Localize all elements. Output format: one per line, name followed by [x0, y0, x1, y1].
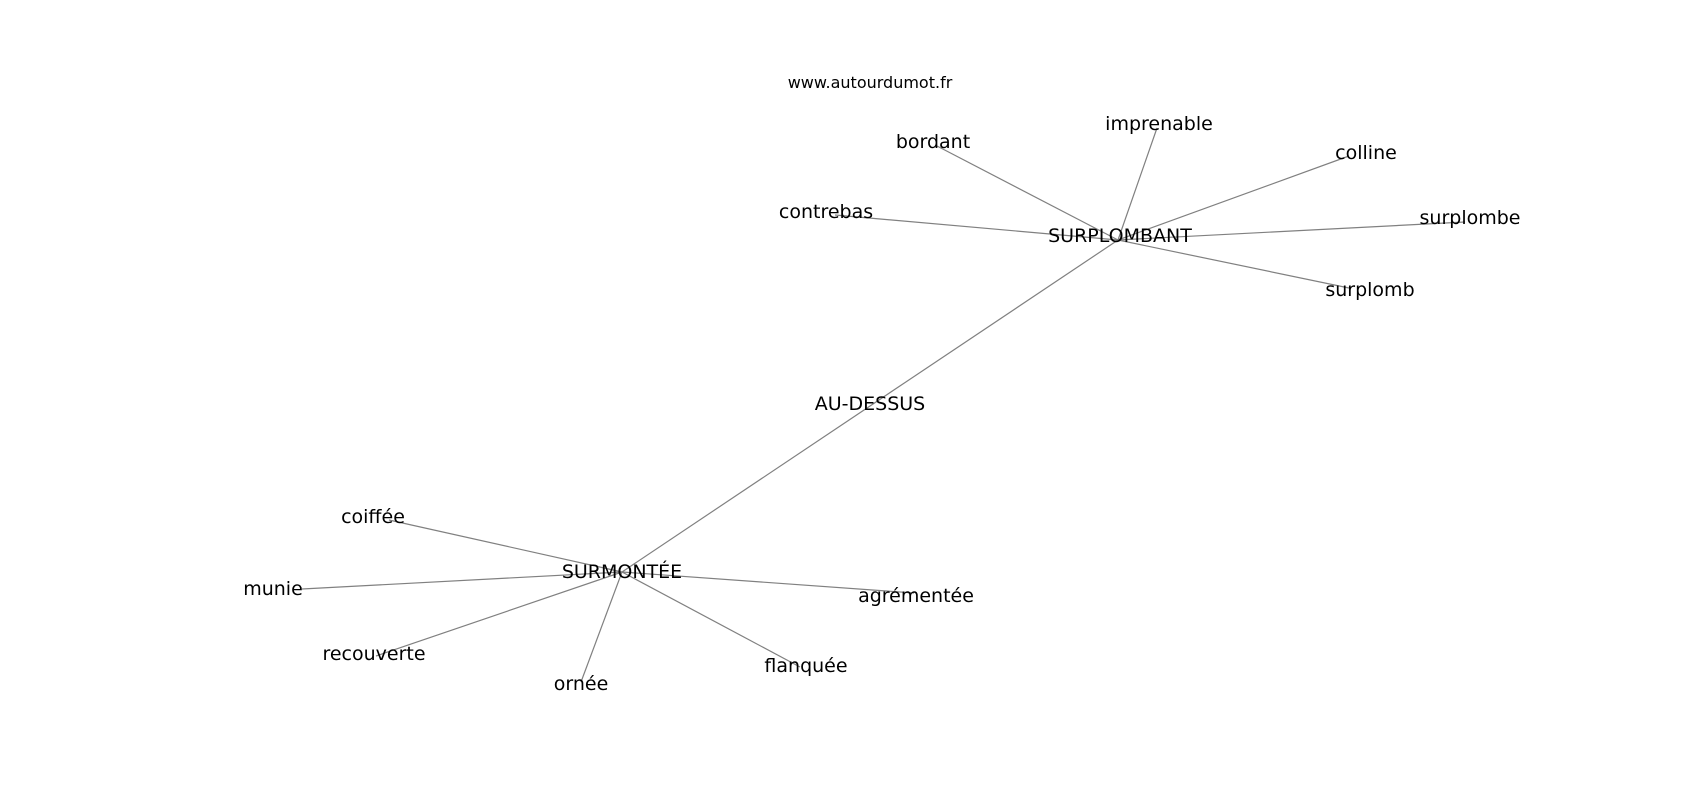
- edge-surmontee-flanquee: [621, 571, 801, 668]
- watermark-text: www.autourdumot.fr: [788, 73, 953, 92]
- edge-surplombant-surmontee: [621, 239, 1119, 573]
- edge-surmontee-recouverte: [375, 571, 623, 657]
- node-label-flanquee: flanquée: [764, 655, 847, 677]
- edge-surmontee-ornee: [580, 571, 623, 683]
- node-label-surplombe: surplombe: [1420, 207, 1521, 229]
- edge-surmontee-coiffee: [388, 519, 623, 573]
- node-label-coiffee: coiffée: [341, 506, 405, 528]
- node-label-agrementee: agrémentée: [858, 585, 974, 607]
- labels-layer: AU-DESSUS SURPLOMBANT SURMONTÉE bordant impr…: [243, 113, 1520, 695]
- node-label-au-dessus: AU-DESSUS: [815, 393, 925, 415]
- node-label-bordant: bordant: [896, 131, 970, 153]
- node-label-surplombant: SURPLOMBANT: [1048, 225, 1192, 247]
- node-label-ornee: ornée: [554, 673, 609, 695]
- node-label-surmontee: SURMONTÉE: [562, 560, 682, 583]
- edge-surplombant-imprenable: [1117, 127, 1158, 241]
- node-label-contrebas: contrebas: [779, 201, 873, 223]
- edge-surplombant-surplombe: [1117, 221, 1466, 241]
- edges-layer: [301, 127, 1466, 683]
- edge-surplombant-bordant: [936, 145, 1119, 241]
- node-label-colline: colline: [1335, 142, 1397, 164]
- edge-surplombant-colline: [1117, 155, 1350, 241]
- node-label-munie: munie: [243, 578, 303, 600]
- edge-surmontee-agrementee: [621, 571, 915, 594]
- edge-surmontee-munie: [301, 571, 623, 590]
- edge-surplombant-contrebas: [834, 214, 1119, 241]
- node-label-recouverte: recouverte: [322, 643, 425, 665]
- node-label-imprenable: imprenable: [1105, 113, 1213, 135]
- edge-surplombant-surplomb: [1117, 239, 1350, 289]
- node-label-surplomb: surplomb: [1325, 279, 1414, 301]
